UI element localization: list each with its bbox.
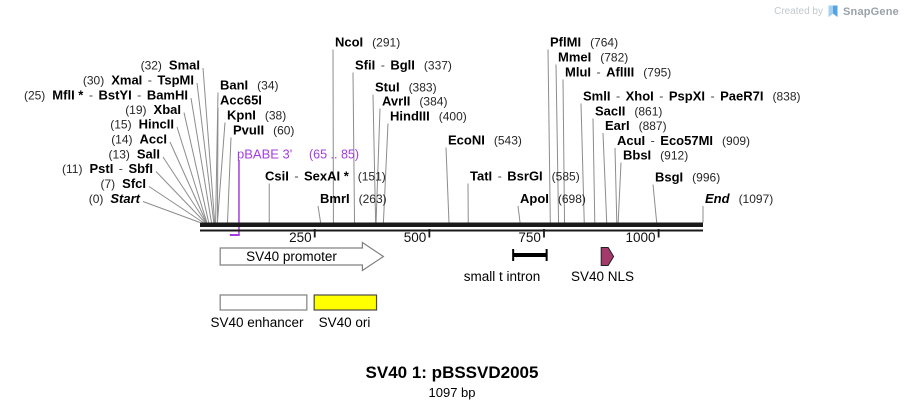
site-leader-line (617, 162, 622, 223)
site-label: (0)Start (89, 191, 141, 206)
site-leader-line (317, 205, 322, 223)
feature-label-intron: small t intron (464, 269, 541, 284)
site-label: SmlI - XhoI - PspXI - PaeR7I(838) (583, 89, 800, 104)
site-label: (11)PstI - SbfI (62, 161, 153, 176)
snapgene-logo-icon (828, 5, 838, 17)
site-leader-line (602, 132, 608, 223)
site-label: AvrII(384) (382, 94, 447, 109)
site-label: (7)SfcI (100, 176, 146, 191)
site-leader-line (227, 137, 232, 223)
site-label: BbsI(912) (623, 148, 688, 163)
site-label: End(1097) (705, 191, 773, 206)
site-leader-line (652, 184, 658, 223)
feature-promoter-arrow (219, 241, 385, 272)
ruler-tick (657, 229, 660, 238)
sequence-bar-bottom (200, 229, 703, 232)
site-label: SacII(861) (595, 104, 662, 119)
site-leader-line (142, 201, 201, 223)
created-by-text: Created by (774, 6, 823, 17)
map-title: SV40 1: pBSSVD2005 (365, 363, 539, 382)
site-leader-line (517, 205, 521, 223)
feature-label-promoter: SV40 promoter (246, 249, 337, 264)
feature-nls-arrow (600, 247, 615, 266)
site-leader-line (202, 67, 216, 223)
site-label: BmrI(263) (320, 191, 387, 206)
site-leader-line (176, 126, 208, 223)
site-leader-line (183, 112, 210, 223)
ruler-tick-label: 500 (404, 230, 427, 245)
snapgene-brand-text: SnapGene (842, 5, 899, 18)
primer-range: (65 .. 85) (309, 148, 359, 162)
site-label: (30)XmaI - TspMI (83, 73, 194, 88)
site-leader-line (547, 49, 551, 223)
site-label: ApoI(698) (520, 191, 586, 206)
site-label: (14)AccI (111, 132, 167, 147)
site-label: EcoNI(543) (448, 133, 522, 148)
ruler-tick (313, 229, 316, 238)
site-label: StuI(383) (375, 80, 437, 95)
site-leader-line (592, 118, 596, 223)
feature-label-box: SV40 ori (319, 315, 371, 330)
feature-label-box: SV40 enhancer (210, 315, 304, 330)
site-label: AcuI - Eco57MI(909) (617, 133, 750, 148)
site-label: HindIII(400) (390, 109, 467, 124)
site-label: TatI - BsrGI(585) (470, 169, 580, 184)
site-leader-line (580, 103, 585, 223)
ruler-tick (428, 229, 431, 238)
primer-label: pBABE 3' (237, 147, 292, 162)
site-leader-line (148, 186, 204, 223)
watermark: Created by SnapGene (774, 5, 899, 18)
site-label: PflMI(764) (550, 35, 618, 50)
feature-box (219, 294, 308, 311)
ruler-tick-label: 1000 (625, 230, 655, 245)
feature-label-nls: SV40 NLS (571, 269, 634, 284)
site-label: (19)XbaI (125, 102, 181, 117)
title-block: SV40 1: pBSSVD2005 1097 bp (0, 363, 904, 400)
site-leader-line (169, 141, 207, 223)
site-label: NcoI(291) (335, 35, 400, 50)
site-leader-line (614, 147, 618, 223)
site-label: Acc65I (220, 93, 262, 108)
site-label: (32)SmaI (141, 58, 200, 73)
site-label: KpnI(38) (227, 108, 286, 123)
site-label: (13)SalI (109, 147, 160, 162)
site-leader-line (382, 123, 389, 223)
sequence-bar-top (200, 222, 703, 227)
site-label: MmeI(782) (558, 50, 628, 65)
site-label: (25)MflI * - BstYI - BamHI (24, 88, 188, 103)
site-label: (15)HincII (110, 117, 174, 132)
site-leader-line (216, 122, 226, 223)
site-leader-line (196, 82, 215, 223)
site-leader-line (372, 94, 377, 223)
site-leader-line (375, 108, 381, 223)
ruler-tick-label: 250 (289, 230, 312, 245)
site-label: BanI(34) (220, 78, 279, 93)
site-leader-line (352, 72, 356, 223)
ruler-tick-label: 750 (518, 230, 541, 245)
site-label: SfiI - BglI(337) (355, 58, 452, 73)
ruler-tick (543, 229, 545, 238)
site-label: BsgI(996) (655, 170, 720, 185)
site-label: CsiI - SexAI *(151) (265, 169, 386, 184)
map-length: 1097 bp (428, 385, 476, 400)
site-leader-line (155, 171, 206, 223)
site-label: EarI(887) (605, 118, 667, 133)
site-leader-line (555, 64, 560, 223)
site-label: MluI - AflIII(795) (565, 65, 671, 80)
site-label: PvuII(60) (233, 123, 294, 138)
site-leader-line (445, 147, 450, 223)
site-leader-line (216, 107, 219, 223)
feature-box (313, 294, 378, 311)
site-leader-line (190, 97, 212, 223)
site-leader-line (162, 156, 207, 223)
site-leader-line (562, 79, 566, 223)
